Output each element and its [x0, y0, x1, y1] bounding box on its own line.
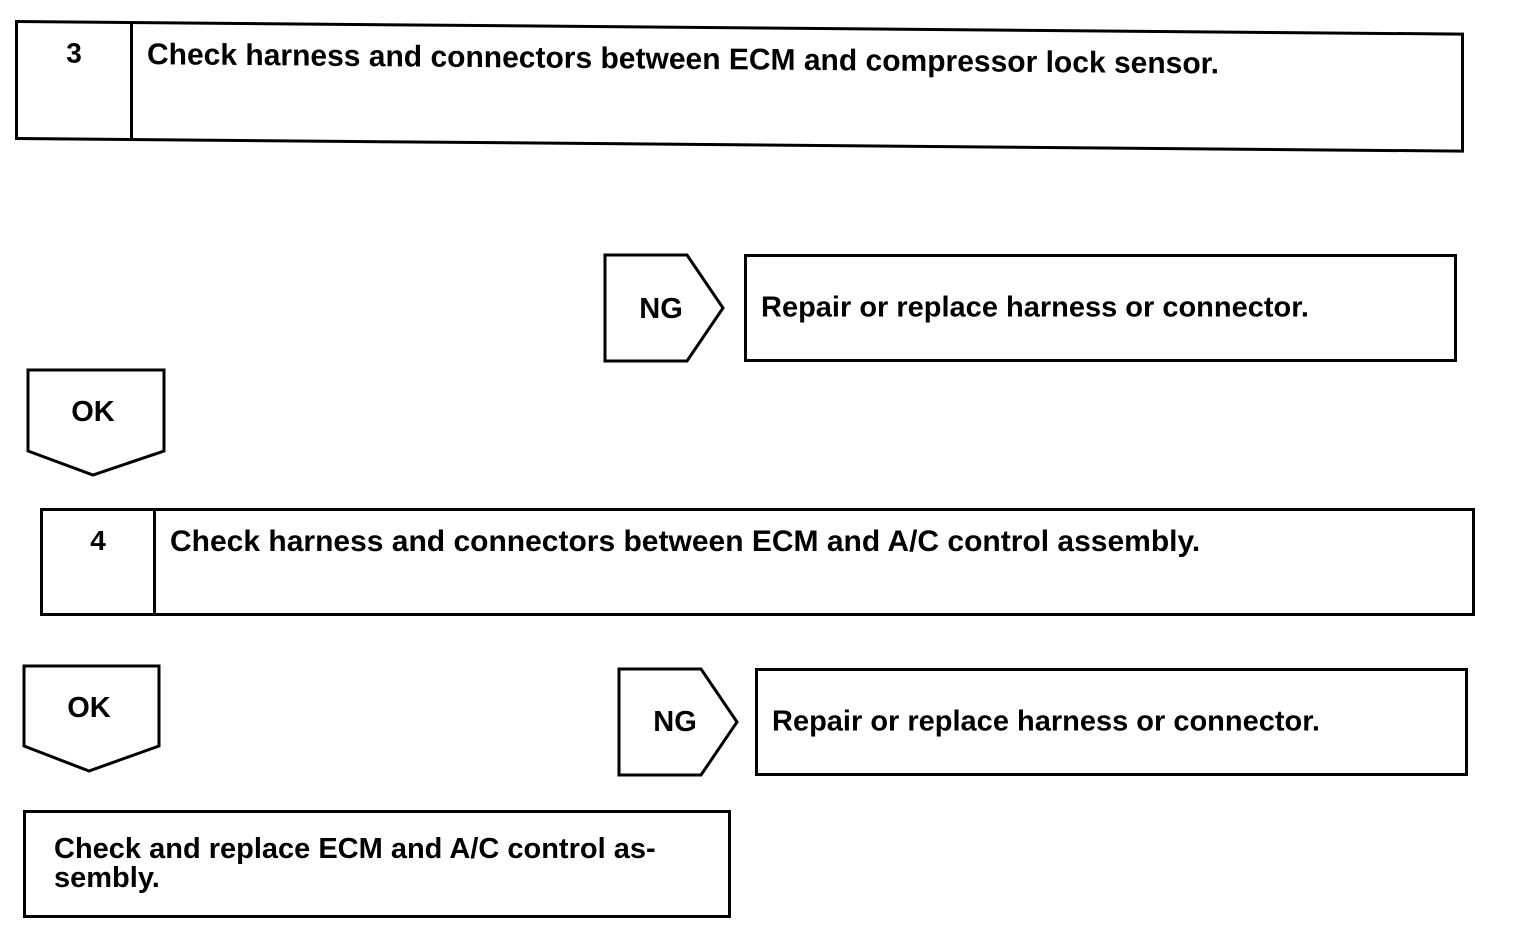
step-4-title: Check harness and connectors between ECM… [170, 525, 1201, 558]
final-action-text: Check and replace ECM and A/C control as… [54, 833, 656, 894]
step-4-box: 4 Check harness and connectors between E… [40, 508, 1475, 616]
step-4-ok-arrow: OK [22, 664, 161, 773]
step-4-ok-label: OK [67, 692, 111, 724]
step-3-ok-arrow: OK [26, 368, 166, 477]
step-4-ng-result-box: Repair or replace harness or connector. [755, 668, 1468, 776]
step-3-ok-label: OK [71, 396, 115, 428]
step-4-ng-label: NG [653, 706, 697, 738]
step-3-ng-arrow: NG [603, 253, 725, 363]
final-action-box: Check and replace ECM and A/C control as… [23, 810, 731, 918]
step-4-ng-result-text: Repair or replace harness or connector. [772, 705, 1320, 738]
step-3-ng-result-box: Repair or replace harness or connector. [744, 254, 1457, 362]
step-4-ng-arrow: NG [617, 667, 739, 777]
step-3-ng-label: NG [639, 293, 683, 325]
step-4-number: 4 [43, 511, 156, 613]
step-3-ng-result-text: Repair or replace harness or connector. [761, 291, 1309, 324]
